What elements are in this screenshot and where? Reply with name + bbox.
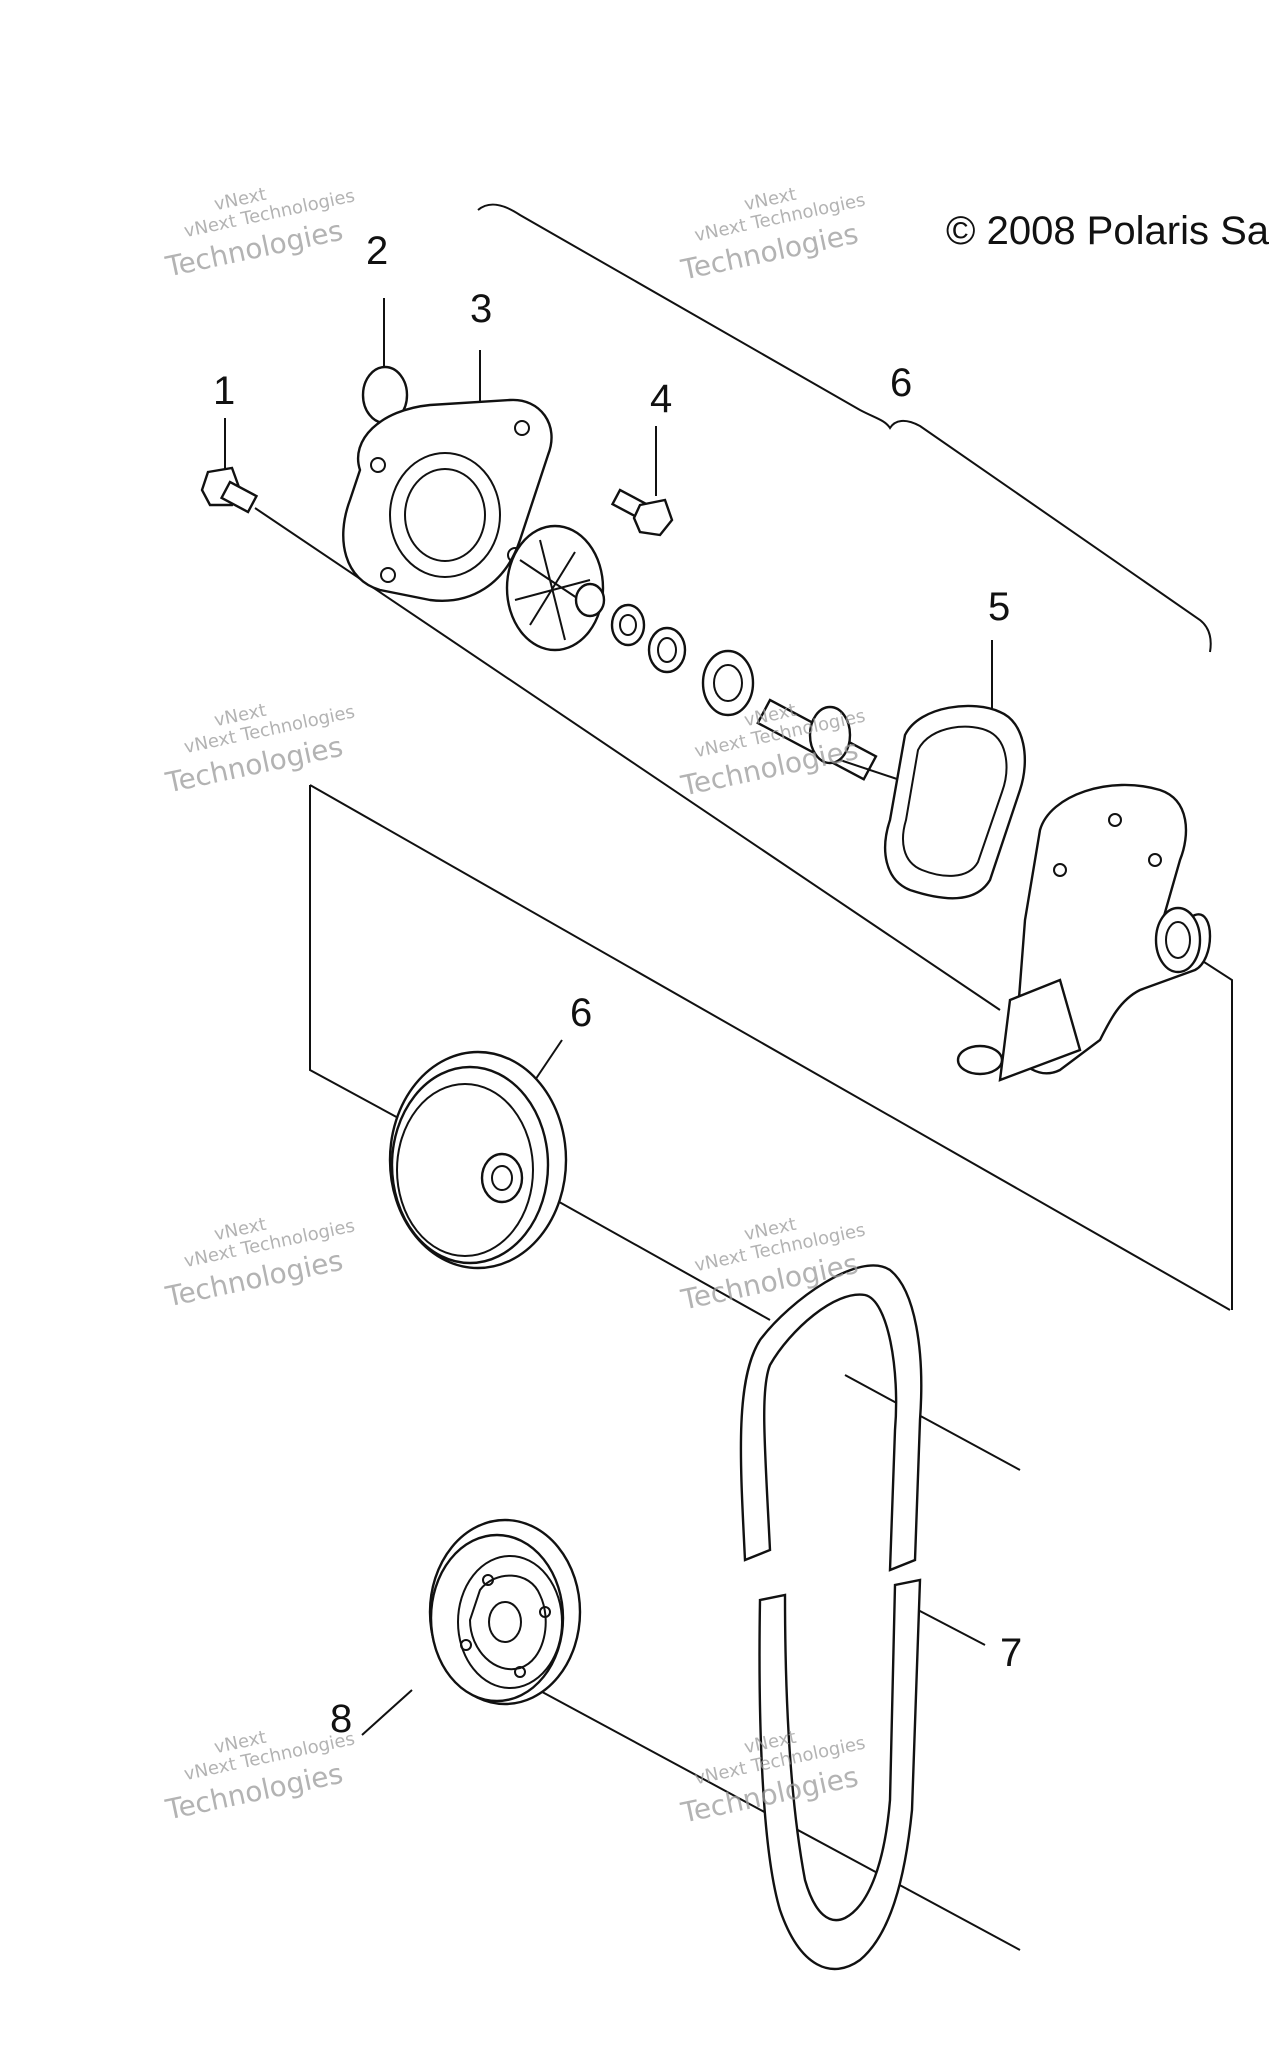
watermark-5: vNext vNext Technologies Technologies [162, 1214, 357, 1314]
watermark-6: vNext vNext Technologies Technologies [677, 1214, 867, 1317]
pulley-part-6 [388, 1050, 568, 1270]
seal-washer [610, 603, 646, 647]
assembly-bracket [477, 203, 1212, 653]
watermark-2: vNext vNext Technologies Technologies [677, 184, 867, 287]
callout-3: 3 [470, 287, 492, 331]
axis-frame-right [1169, 939, 1233, 1310]
callout-5: 5 [988, 585, 1010, 629]
axis-line-upper [254, 507, 1001, 1011]
axis-frame-left [309, 785, 403, 1121]
leader-8 [361, 1689, 413, 1736]
bolt-part-1 [200, 466, 259, 514]
axis-line-pulley [519, 1179, 771, 1321]
callout-1: 1 [213, 369, 235, 413]
gasket-part-5 [883, 704, 1027, 900]
callout-4: 4 [650, 377, 672, 421]
bolt-part-4 [610, 488, 674, 537]
leader-7 [917, 1609, 986, 1646]
axis-line-belt [844, 1374, 1021, 1471]
axis-frame-diagonal [309, 784, 1231, 1311]
pump-cover-part-3 [342, 398, 553, 602]
callout-2: 2 [366, 229, 388, 273]
mechanical-seal [701, 649, 755, 717]
callout-6-top: 6 [890, 361, 912, 405]
watermark-1: vNext vNext Technologies Technologies [162, 184, 357, 284]
callout-7: 7 [1000, 1631, 1022, 1675]
seal-ring [647, 626, 687, 674]
pump-shaft [756, 698, 901, 781]
pump-body [956, 783, 1212, 1082]
impeller-part [505, 524, 606, 652]
callout-8: 8 [330, 1697, 352, 1741]
callout-6-pulley: 6 [570, 991, 592, 1035]
belt-part-7 [739, 1264, 923, 1971]
watermark-3: vNext vNext Technologies Technologies [162, 700, 357, 800]
crank-pulley-part-8 [428, 1518, 582, 1706]
copyright-text: © 2008 Polaris Sa [946, 209, 1270, 253]
